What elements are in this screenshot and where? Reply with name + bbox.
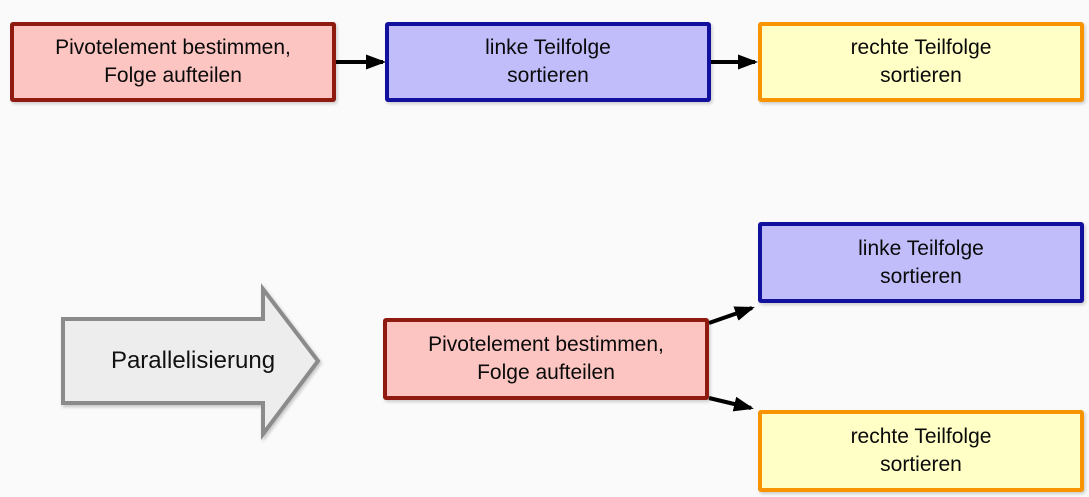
branch-arrow-upper-icon — [708, 306, 755, 325]
parallelisierung-label: Parallelisierung — [110, 347, 276, 374]
seq-box-left-subsequence: linke Teilfolge sortieren — [385, 22, 711, 102]
seq-box-right-subsequence: rechte Teilfolge sortieren — [758, 22, 1084, 102]
par-box-right-subsequence: rechte Teilfolge sortieren — [758, 410, 1084, 492]
seq-box-pivot: Pivotelement bestimmen, Folge aufteilen — [10, 22, 336, 102]
seq-box-left-subsequence-label: linke Teilfolge sortieren — [485, 36, 611, 87]
seq-box-pivot-label: Pivotelement bestimmen, Folge aufteilen — [55, 36, 291, 87]
par-box-right-subsequence-label: rechte Teilfolge sortieren — [850, 425, 992, 476]
par-box-left-subsequence-label: linke Teilfolge sortieren — [858, 236, 984, 288]
par-box-pivot-label: Pivotelement bestimmen, Folge aufteilen — [428, 333, 664, 384]
par-box-pivot: Pivotelement bestimmen, Folge aufteilen — [383, 318, 709, 400]
par-box-left-subsequence: linke Teilfolge sortieren — [758, 222, 1084, 303]
seq-box-right-subsequence-label: rechte Teilfolge sortieren — [850, 36, 992, 87]
branch-arrow-lower-icon — [708, 396, 754, 412]
